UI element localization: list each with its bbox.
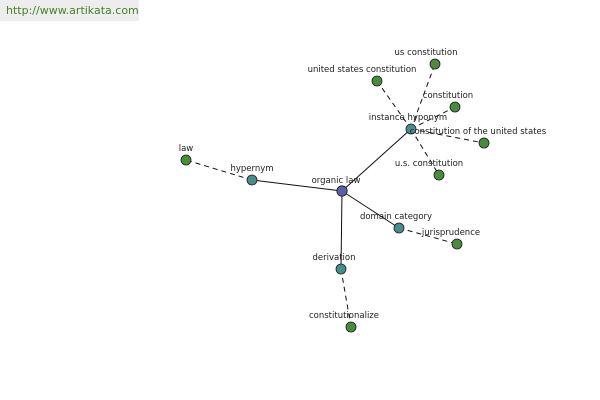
node-hypernym[interactable]: [246, 174, 258, 186]
labels-layer: organic law hypernym instance hyponym domai…: [179, 48, 547, 321]
edge-organic-law-to-domain-category: [341, 190, 400, 229]
node-us-constitution[interactable]: [429, 58, 441, 70]
node-organic-law[interactable]: [336, 185, 348, 197]
edges-layer: [185, 63, 485, 328]
label-us-constitution: us constitution: [395, 48, 458, 58]
label-law: law: [179, 144, 194, 154]
node-instance-hyponym[interactable]: [405, 123, 417, 135]
source-watermark: http://www.artikata.com: [0, 0, 139, 21]
label-jurisprudence: jurisprudence: [421, 228, 480, 238]
edge-hypernym-to-law: [185, 159, 253, 181]
label-organic-law: organic law: [312, 176, 361, 186]
node-constitutionalize[interactable]: [345, 321, 357, 333]
node-jurisprudence[interactable]: [451, 238, 463, 250]
edge-instance-hyponym-to-constitution: [410, 106, 456, 130]
node-constitution[interactable]: [449, 101, 461, 113]
edge-derivation-to-constitutionalize: [340, 268, 352, 328]
label-united-states-constitution: united states constitution: [308, 65, 417, 75]
edge-organic-law-to-instance-hyponym: [341, 128, 412, 192]
label-hypernym: hypernym: [230, 164, 273, 174]
edge-instance-hyponym-to-us-constitution: [410, 63, 436, 130]
node-derivation[interactable]: [335, 263, 347, 275]
nodes-layer: [180, 58, 490, 333]
label-u-s-constitution: u.s. constitution: [395, 159, 463, 169]
edge-instance-hyponym-to-constitution-of-the-united-states: [410, 128, 485, 144]
label-constitution-of-the-united-states: constitution of the united states: [410, 127, 547, 137]
edge-organic-law-to-hypernym: [251, 179, 343, 192]
node-united-states-constitution[interactable]: [371, 75, 383, 87]
node-constitution-of-the-united-states[interactable]: [478, 137, 490, 149]
edge-domain-category-to-jurisprudence: [398, 227, 458, 245]
label-derivation: derivation: [312, 253, 355, 263]
node-domain-category[interactable]: [393, 222, 405, 234]
edge-instance-hyponym-to-united-states-constitution: [376, 80, 412, 130]
label-instance-hyponym: instance hyponym: [369, 113, 447, 123]
label-constitutionalize: constitutionalize: [309, 311, 379, 321]
edge-organic-law-to-derivation: [340, 190, 343, 270]
node-law[interactable]: [180, 154, 192, 166]
node-u-s-constitution[interactable]: [433, 169, 445, 181]
label-domain-category: domain category: [360, 212, 432, 222]
label-constitution: constitution: [423, 91, 473, 101]
